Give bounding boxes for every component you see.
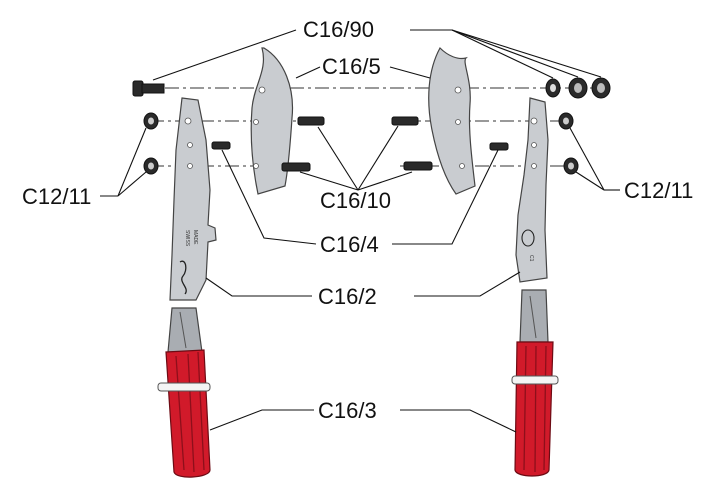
right-small-nuts bbox=[558, 112, 579, 175]
label-c16-5: C16/5 bbox=[322, 54, 381, 79]
left-blade bbox=[250, 47, 294, 195]
right-grip-body bbox=[514, 341, 554, 477]
right-arm-emblem bbox=[521, 229, 535, 247]
left-arm-hole bbox=[187, 142, 193, 148]
left-grip-ring bbox=[157, 382, 211, 392]
right-grip-ring bbox=[511, 375, 559, 385]
blade-screw bbox=[281, 162, 311, 172]
left-blade-hole bbox=[253, 119, 259, 125]
pivot-bolt bbox=[132, 80, 165, 97]
right-arm-hole bbox=[531, 142, 537, 148]
leader-c16-5 bbox=[295, 66, 321, 79]
right-arm-hole bbox=[530, 117, 538, 125]
leader-c16-90 bbox=[152, 29, 297, 81]
left-handle-arm bbox=[169, 97, 217, 301]
blade-screws bbox=[281, 116, 433, 172]
left-arm-engraving bbox=[179, 260, 187, 295]
left-stamp-line2: MADE bbox=[192, 230, 198, 245]
left-stamp-line1: SWISS bbox=[184, 230, 190, 247]
right-blade-hole bbox=[455, 119, 461, 125]
left-blade-hole bbox=[253, 163, 259, 169]
label-c12-11-left: C12/11 bbox=[22, 184, 91, 209]
right-blade-hole bbox=[454, 86, 462, 94]
leader-c16-3 bbox=[209, 409, 314, 431]
label-c16-3: C16/3 bbox=[318, 398, 377, 423]
pivot-bolt-shaft bbox=[141, 83, 165, 94]
leader-c16-3 bbox=[400, 409, 517, 433]
blade-screw bbox=[391, 116, 419, 126]
leader-c16-4 bbox=[221, 149, 317, 245]
right-grip-tang bbox=[519, 289, 549, 343]
blade-screw bbox=[297, 116, 325, 126]
blade-screw bbox=[403, 161, 433, 171]
blade-pin bbox=[211, 141, 231, 150]
blade-pins bbox=[211, 141, 509, 151]
leader-c16-5 bbox=[389, 66, 431, 79]
left-grip bbox=[157, 307, 211, 478]
leader-c16-2 bbox=[414, 271, 521, 297]
label-c16-2: C16/2 bbox=[318, 284, 377, 309]
left-arm-hole bbox=[187, 163, 193, 169]
right-handle-arm bbox=[515, 97, 549, 283]
right-arm-hole bbox=[531, 163, 537, 169]
part-labels: C16/90 C16/5 C16/10 C16/4 C16/2 C16/3 C1… bbox=[22, 17, 693, 423]
left-blade-hole bbox=[258, 86, 266, 94]
label-c16-4: C16/4 bbox=[320, 232, 379, 257]
leader-lines bbox=[100, 29, 620, 433]
label-c12-11-right: C12/11 bbox=[624, 178, 693, 203]
left-grip-tang bbox=[167, 307, 203, 353]
blade-pin bbox=[489, 142, 509, 151]
label-c16-90: C16/90 bbox=[303, 17, 374, 42]
leader-c16-10 bbox=[317, 126, 359, 191]
right-grip bbox=[511, 289, 559, 477]
right-stamp: C1 bbox=[528, 255, 534, 262]
right-blade-hole bbox=[459, 163, 465, 169]
left-small-nuts bbox=[143, 112, 159, 175]
left-arm-hole bbox=[184, 117, 192, 125]
right-blade bbox=[428, 47, 476, 195]
leader-c16-4 bbox=[392, 149, 499, 245]
label-c16-10: C16/10 bbox=[320, 188, 391, 213]
pivot-nut-set bbox=[545, 77, 611, 99]
leader-c16-2 bbox=[205, 277, 312, 297]
